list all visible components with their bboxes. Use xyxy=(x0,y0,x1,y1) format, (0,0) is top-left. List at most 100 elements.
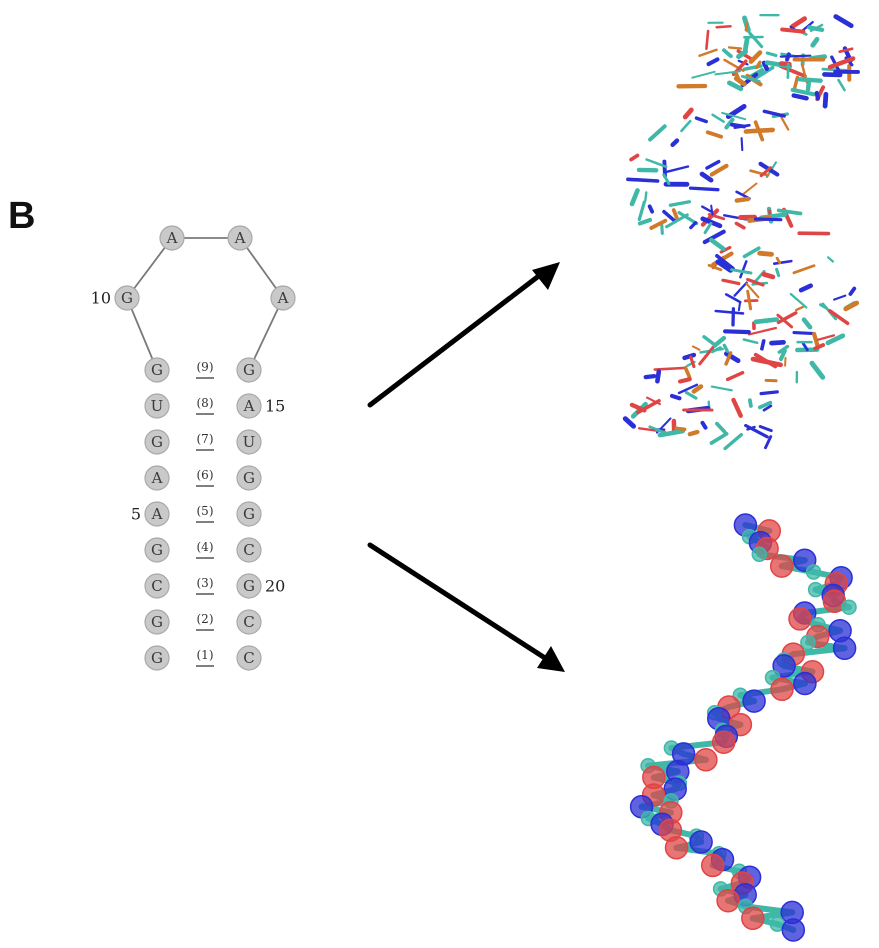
bond-stick xyxy=(645,158,668,169)
bond-stick xyxy=(809,360,826,380)
atom xyxy=(832,636,857,661)
bond-stick xyxy=(790,87,816,97)
bond-stick xyxy=(772,259,793,266)
bond-stick xyxy=(753,352,778,369)
bond-stick xyxy=(753,217,783,222)
bond-stick xyxy=(684,390,698,400)
bond-stick xyxy=(709,431,729,445)
right-nucleotide: G xyxy=(236,573,262,599)
nucleotide-base: G xyxy=(121,289,133,307)
atom xyxy=(769,554,794,578)
bond-stick xyxy=(792,75,800,91)
bond-stick xyxy=(758,425,773,433)
bond-stick xyxy=(705,130,724,139)
bond-stick xyxy=(669,393,682,401)
bond-stick xyxy=(826,256,835,263)
bond-stick xyxy=(680,119,692,133)
bond-stick xyxy=(626,177,660,183)
loop-nucleotide: A xyxy=(270,285,296,311)
bond-stick xyxy=(712,335,727,348)
bond-stick xyxy=(637,217,653,226)
right-nucleotide: G xyxy=(236,357,262,383)
nucleotide-circle xyxy=(270,285,296,311)
bond-stick xyxy=(807,25,825,33)
nucleotide-circle xyxy=(144,393,170,419)
nucleotide-base: C xyxy=(151,577,162,595)
bond-stick xyxy=(682,107,694,120)
nucleotide-base: G xyxy=(243,505,255,523)
bond-stick xyxy=(776,313,794,329)
loop-nucleotide: A xyxy=(159,225,185,251)
bond-stick xyxy=(722,48,733,59)
bond-stick xyxy=(753,317,780,325)
bond-stick xyxy=(761,271,776,280)
bond-stick xyxy=(848,286,857,296)
bond-stick xyxy=(714,70,742,76)
bond-stick xyxy=(757,400,773,410)
left-nucleotide: G xyxy=(144,357,170,383)
right-nucleotide: G xyxy=(236,465,262,491)
bond-stick xyxy=(746,425,756,431)
bond-stick xyxy=(775,267,781,278)
bond-stick xyxy=(776,208,803,216)
bond-stick xyxy=(705,29,710,51)
ball-and-stick-model xyxy=(629,513,857,942)
bond-stick xyxy=(662,209,677,223)
nucleotide-circle xyxy=(144,429,170,455)
bond-stick xyxy=(797,77,823,83)
atom xyxy=(716,888,740,913)
bond-stick xyxy=(622,416,636,429)
bond-stick xyxy=(737,301,742,312)
nucleotide-base: C xyxy=(243,649,254,667)
atom xyxy=(700,853,725,878)
pair-number: (5) xyxy=(197,504,214,518)
atom xyxy=(664,836,689,860)
bond-stick xyxy=(764,435,773,450)
bond-stick xyxy=(779,64,807,78)
bond-stick xyxy=(740,75,761,83)
atom xyxy=(694,748,718,772)
bond-stick xyxy=(813,343,826,351)
bond-stick xyxy=(761,60,770,72)
loop-connector xyxy=(248,297,284,371)
nucleotide-circle xyxy=(236,393,262,419)
bond-stick xyxy=(648,124,667,142)
pair-number: (6) xyxy=(197,468,214,482)
bond-stick xyxy=(792,331,816,336)
bond-stick xyxy=(752,65,775,81)
bond-stick xyxy=(798,283,814,293)
bond-stick xyxy=(780,27,806,34)
bond-stick xyxy=(707,263,723,272)
bond-stick xyxy=(710,346,722,354)
nucleotide-circle xyxy=(144,609,170,635)
nucleotide-circle xyxy=(144,573,170,599)
bond-stick xyxy=(657,428,686,438)
bond-stick xyxy=(705,159,721,170)
bond-stick xyxy=(637,200,646,222)
bond-stick xyxy=(629,153,640,162)
left-nucleotide: C xyxy=(144,573,170,599)
bond-stick xyxy=(731,397,743,418)
bond-stick xyxy=(739,260,748,279)
bond-stick xyxy=(660,223,664,235)
bond-stick xyxy=(746,289,753,311)
nucleotide-base: C xyxy=(243,613,254,631)
atom xyxy=(770,677,794,702)
bond-stick xyxy=(810,36,820,48)
nucleotide-base: U xyxy=(151,397,164,415)
left-nucleotide: G xyxy=(144,537,170,563)
bond-stick xyxy=(670,138,680,148)
right-nucleotide: A xyxy=(236,393,262,419)
bond-stick xyxy=(734,196,751,203)
bond-stick xyxy=(682,352,697,361)
bond-stick xyxy=(748,398,753,408)
arrows xyxy=(367,262,565,672)
bond-stick xyxy=(816,334,836,341)
bond-stick xyxy=(671,208,679,220)
bond-stick xyxy=(694,116,708,124)
right-nucleotide: U xyxy=(236,429,262,455)
bond-stick xyxy=(719,245,732,254)
nucleotide-base: A xyxy=(243,397,255,415)
bond-stick xyxy=(843,300,860,312)
